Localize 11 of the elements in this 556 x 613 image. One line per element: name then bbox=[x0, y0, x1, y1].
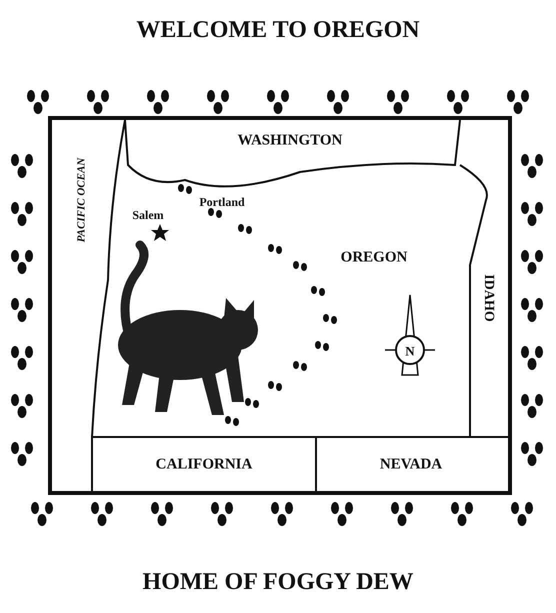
region-label: NEVADA bbox=[380, 458, 442, 472]
title: WELCOME TO OREGON bbox=[136, 18, 420, 42]
region-label: OREGON bbox=[340, 250, 408, 266]
region-label: IDAHO bbox=[481, 274, 495, 322]
ocean-label: PACIFIC OCEAN bbox=[76, 158, 88, 242]
region-label: CALIFORNIA bbox=[156, 458, 252, 472]
city-label: Salem bbox=[132, 209, 164, 221]
region-label: WASHINGTON bbox=[238, 134, 342, 148]
compass-letter: N bbox=[405, 344, 415, 358]
caption: HOME OF FOGGY DEW bbox=[142, 570, 414, 594]
city-label: Portland bbox=[199, 196, 245, 208]
